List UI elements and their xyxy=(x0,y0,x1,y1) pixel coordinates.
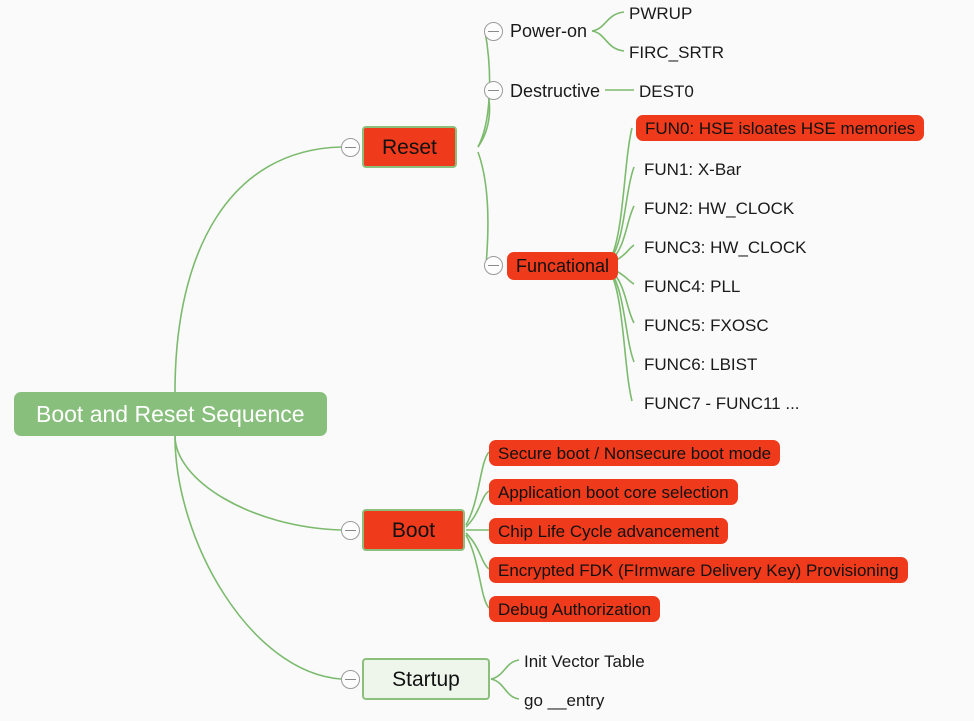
node-power-on[interactable]: Power-on xyxy=(510,19,587,43)
collapse-minus-icon-destructive[interactable] xyxy=(484,81,503,100)
node-boot-chip-life-cycle-label: Chip Life Cycle advancement xyxy=(498,521,720,541)
node-reset[interactable]: Reset xyxy=(362,126,457,168)
node-func7-func11[interactable]: FUNC7 - FUNC11 ... xyxy=(644,391,800,415)
node-fun1-label: FUN1: X-Bar xyxy=(644,159,742,179)
node-boot-core-selection-label: Application boot core selection xyxy=(498,482,729,502)
edge-func-7 xyxy=(610,272,633,402)
node-boot-chip-life-cycle[interactable]: Chip Life Cycle advancement xyxy=(489,518,729,544)
node-startup-label: Startup xyxy=(392,667,460,691)
node-func6-label: FUNC6: LBIST xyxy=(644,354,758,374)
node-startup[interactable]: Startup xyxy=(362,658,490,700)
collapse-minus-icon-functional[interactable] xyxy=(484,256,503,275)
edge-startup-0 xyxy=(490,659,520,680)
node-destructive[interactable]: Destructive xyxy=(510,79,600,103)
node-dest0[interactable]: DEST0 xyxy=(639,79,694,103)
root-node[interactable]: Boot and Reset Sequence xyxy=(14,392,327,436)
node-reset-label: Reset xyxy=(382,135,437,159)
node-func6[interactable]: FUNC6: LBIST xyxy=(644,352,757,376)
collapse-minus-icon-reset[interactable] xyxy=(341,138,360,157)
node-func3-label: FUNC3: HW_CLOCK xyxy=(644,237,807,257)
node-firc-srtr-label: FIRC_SRTR xyxy=(629,42,725,62)
edge-boot-1 xyxy=(465,490,490,528)
edge-boot-3 xyxy=(465,532,490,570)
node-pwrup-label: PWRUP xyxy=(629,3,693,23)
node-fun2-label: FUN2: HW_CLOCK xyxy=(644,198,795,218)
edge-poweron-pwrup xyxy=(591,11,625,32)
edge-boot-0 xyxy=(465,451,490,526)
node-power-on-label: Power-on xyxy=(510,21,588,41)
node-destructive-label: Destructive xyxy=(510,81,601,101)
node-fun1[interactable]: FUN1: X-Bar xyxy=(644,157,741,181)
edge-func-1 xyxy=(610,166,635,260)
node-fun0[interactable]: FUN0: HSE isloates HSE memories xyxy=(636,115,925,141)
edge-func-6 xyxy=(610,271,635,363)
collapse-minus-icon-boot[interactable] xyxy=(341,521,360,540)
node-functional-label: Funcational xyxy=(516,256,610,276)
node-boot-encrypted-fdk-label: Encrypted FDK (FIrmware Delivery Key) Pr… xyxy=(498,560,899,580)
edge-boot-4 xyxy=(465,534,490,609)
node-go-entry[interactable]: go __entry xyxy=(524,688,604,712)
root-node-label: Boot and Reset Sequence xyxy=(36,400,305,427)
node-func5[interactable]: FUNC5: FXOSC xyxy=(644,313,769,337)
node-pwrup[interactable]: PWRUP xyxy=(629,1,692,25)
collapse-minus-icon-startup[interactable] xyxy=(341,670,360,689)
edge-root-startup xyxy=(174,435,342,680)
node-func4-label: FUNC4: PLL xyxy=(644,276,741,296)
node-boot-core-selection[interactable]: Application boot core selection xyxy=(489,479,738,505)
node-boot-label: Boot xyxy=(391,518,436,542)
node-boot-secure-boot-mode[interactable]: Secure boot / Nonsecure boot mode xyxy=(489,440,781,466)
node-func5-label: FUNC5: FXOSC xyxy=(644,315,769,335)
edge-poweron-firc xyxy=(591,30,625,52)
edge-root-boot xyxy=(174,435,342,531)
node-functional[interactable]: Funcational xyxy=(507,252,619,280)
edge-reset-functional xyxy=(477,151,489,266)
collapse-minus-icon-power-on[interactable] xyxy=(484,22,503,41)
node-dest0-label: DEST0 xyxy=(639,81,694,101)
node-func4[interactable]: FUNC4: PLL xyxy=(644,274,740,298)
node-fun2[interactable]: FUN2: HW_CLOCK xyxy=(644,196,794,220)
edge-startup-1 xyxy=(490,678,520,700)
node-init-vector-table[interactable]: Init Vector Table xyxy=(524,649,645,673)
node-firc-srtr[interactable]: FIRC_SRTR xyxy=(629,40,724,64)
edge-root-reset xyxy=(174,146,342,393)
node-fun0-label: FUN0: HSE isloates HSE memories xyxy=(645,118,916,138)
node-boot-encrypted-fdk[interactable]: Encrypted FDK (FIrmware Delivery Key) Pr… xyxy=(489,557,908,583)
node-func7-func11-label: FUNC7 - FUNC11 ... xyxy=(644,393,800,413)
node-boot-secure-boot-mode-label: Secure boot / Nonsecure boot mode xyxy=(498,443,772,463)
edge-func-0 xyxy=(610,127,633,259)
node-boot[interactable]: Boot xyxy=(362,509,465,551)
node-init-vector-table-label: Init Vector Table xyxy=(524,651,645,671)
node-boot-debug-authorization[interactable]: Debug Authorization xyxy=(489,596,661,622)
node-go-entry-label: go __entry xyxy=(524,690,605,710)
node-boot-debug-authorization-label: Debug Authorization xyxy=(498,599,652,619)
node-func3[interactable]: FUNC3: HW_CLOCK xyxy=(644,235,806,259)
